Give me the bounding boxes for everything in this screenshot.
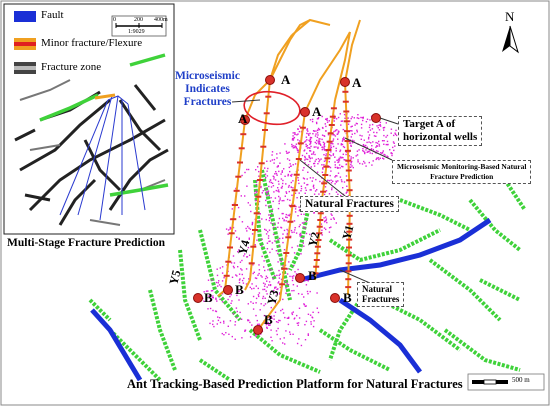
well-point-b-y1: [330, 293, 340, 303]
well-point-b-y2: [295, 273, 305, 283]
well-point-a-4: [300, 107, 310, 117]
well-point-b-y3: [253, 325, 263, 335]
north-label: N: [505, 9, 515, 24]
bottom-title: Ant Tracking-Based Prediction Platform f…: [127, 377, 463, 391]
well-a-label-1: A: [281, 72, 291, 87]
well-header-4: [334, 31, 351, 101]
well-point-target: [371, 113, 381, 123]
well-a-label-4: A: [312, 104, 322, 119]
microseismic-monitoring-label: Microseismic Monitoring-Based Natural Fr…: [392, 160, 532, 184]
inset-flexure: [94, 93, 116, 100]
well-point-a-1: [265, 75, 275, 85]
ant-tracking-fractures: [88, 169, 527, 382]
well-header-5: [344, 19, 361, 83]
well-a-label-3: A: [238, 111, 248, 126]
microseismic-ellipse: [243, 90, 301, 126]
inset-well-paths: [59, 95, 146, 221]
natural-fractures-small-label: Natural Fractures: [357, 282, 405, 307]
well-b-label-y3: B: [264, 312, 273, 327]
well-header-1: [244, 19, 311, 121]
legend-minor-fracture-label: Minor fracture/Flexure: [41, 37, 143, 49]
inset-minor-fractures: [39, 53, 169, 197]
well-b-label-y4: B: [235, 282, 244, 297]
well-header-3: [304, 31, 351, 113]
well-header-2: [269, 34, 293, 81]
microseismic-events: [202, 113, 401, 347]
north-arrow-icon: [502, 25, 519, 54]
fracturing-stage-marks: [223, 90, 353, 289]
well-point-b-y5: [193, 293, 203, 303]
well-a-label-2: A: [352, 75, 362, 90]
main-scale-label: 500 m: [512, 376, 530, 384]
inset-fracture-zones-light: [19, 79, 166, 226]
legend-fracture-zone-label: Fracture zone: [41, 61, 102, 73]
legend-fault-swatch: [14, 11, 36, 22]
fault-traces: [90, 217, 492, 382]
well-point-a-3: [240, 115, 250, 125]
legend-fault-label: Fault: [41, 9, 64, 21]
well-b-label-y2: B: [308, 268, 317, 283]
microseismic-label: Microseismic Indicates Fractures: [175, 70, 240, 109]
well-b-label-y5: B: [204, 290, 213, 305]
target-a-label: Target A of horizontal wells: [398, 116, 483, 147]
well-point-a-2: [340, 77, 350, 87]
well-b-label-y1: B: [343, 290, 352, 305]
inset-title: Multi-Stage Fracture Prediction: [7, 237, 165, 249]
inset-scale-ratio: 1:9029: [128, 29, 145, 35]
main-scale-bar: [467, 373, 545, 391]
well-point-b-y4: [223, 285, 233, 295]
natural-fractures-label: Natural Fractures: [300, 196, 399, 213]
well-points: [193, 75, 381, 335]
inset-fracture-zones: [14, 84, 169, 226]
well-track-y5: [217, 119, 246, 297]
well-header-6: [291, 18, 331, 36]
inset-panel: [3, 3, 175, 235]
